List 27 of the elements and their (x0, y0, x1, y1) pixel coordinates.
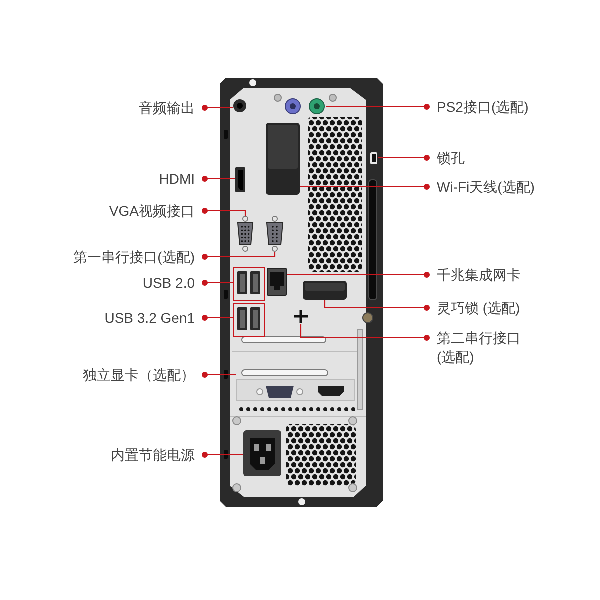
vga-port-icon (237, 216, 254, 252)
callout-label: USB 2.0 (142, 274, 195, 292)
power-socket-icon (243, 430, 282, 477)
highlight-frame (233, 267, 265, 301)
ps2-ports-icon (284, 98, 326, 115)
callout-label: 音频输出 (139, 98, 195, 118)
callout-label: VGA视频接口 (109, 202, 195, 220)
callout-label: USB 3.2 Gen1 (104, 308, 195, 328)
callout-label: HDMI (159, 170, 195, 188)
plus-mark-icon (293, 309, 309, 324)
serial-port-icon (266, 216, 284, 252)
callout-label: 锁孔 (437, 148, 465, 168)
callout-label: Wi-Fi天线(选配) (437, 178, 535, 196)
callout-label: 内置节能电源 (111, 446, 195, 464)
callout-label: 第二串行接口(选配) (437, 328, 525, 366)
hdmi-port-icon (235, 167, 246, 193)
callout-label: PS2接口(选配) (437, 98, 529, 116)
callout-label: 灵巧锁 (选配) (437, 298, 520, 318)
antenna-cover (266, 123, 300, 195)
callout-label: 第一串行接口(选配) (74, 248, 195, 266)
lock-module (303, 281, 347, 300)
highlight-frame (233, 303, 265, 337)
audio-jack-icon (233, 99, 247, 113)
lock-slot-icon (370, 152, 378, 165)
ethernet-port-icon (267, 268, 287, 296)
callout-label: 千兆集成网卡 (437, 266, 521, 284)
callout-label: 独立显卡（选配） (83, 366, 195, 384)
